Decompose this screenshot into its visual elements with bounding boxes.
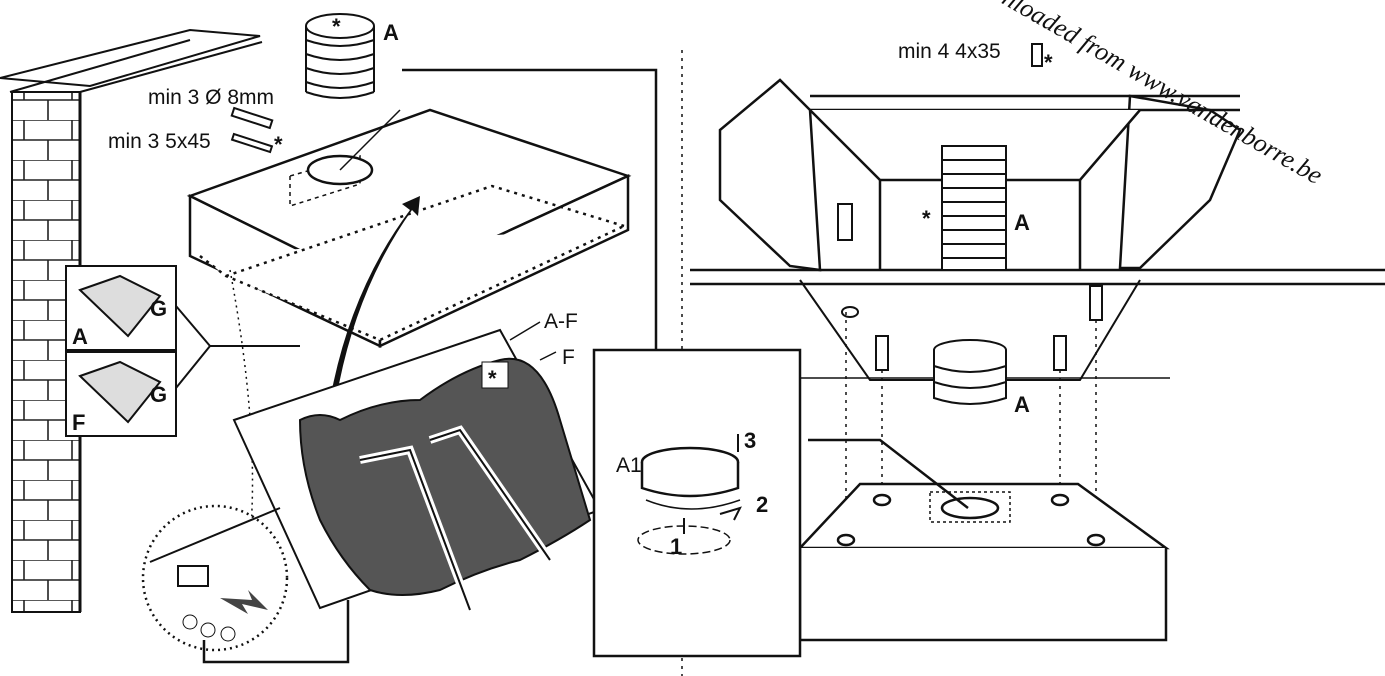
inset-a-g: G (150, 296, 167, 321)
inset-f-letter: F (72, 410, 85, 435)
duct-right-upper-icon (941, 145, 1007, 271)
flange-a1-label: A1 (616, 454, 642, 477)
star-screws-right: * (1044, 50, 1053, 75)
inset-f-g: G (150, 382, 167, 407)
hood-leader (808, 438, 969, 509)
star-filter: * (488, 366, 497, 391)
duct-right-upper-label: A (1014, 210, 1030, 235)
drop-lines (845, 312, 1097, 540)
star-duct-left: * (332, 14, 341, 39)
filter-f-label: F (562, 346, 575, 369)
step-1-label: 1 (670, 534, 682, 559)
inset-connector (175, 305, 300, 389)
duct-top-label: A (383, 20, 399, 45)
step-2-label: 2 (756, 492, 768, 517)
arrow-up-icon (330, 196, 420, 400)
bracket-line (202, 600, 350, 664)
duct-right-lower-icon (933, 339, 1007, 405)
wall-cabinet (690, 78, 1385, 286)
screws-left-label: min 3 5x45 (108, 130, 211, 153)
cooker-hood-left (186, 108, 632, 348)
flange-inset (592, 348, 802, 658)
inset-f (65, 351, 177, 437)
plugs-label: min 3 Ø 8mm (148, 86, 274, 109)
filter-clip-detail (141, 504, 289, 652)
filter-leader (509, 321, 557, 361)
filter-panel (232, 328, 602, 612)
duct-right-lower-label: A (1014, 392, 1030, 417)
frame-line (402, 68, 658, 420)
screw-right-icon (1031, 43, 1043, 67)
star-screws-left: * (274, 132, 283, 157)
inset-a-letter: A (72, 324, 88, 349)
inset-a (65, 265, 177, 351)
filter-af-label: A-F (544, 310, 578, 333)
step-3-label: 3 (744, 428, 756, 453)
cooker-hood-right (797, 482, 1170, 642)
screws-right-label: min 4 4x35 (898, 40, 1001, 63)
screw-left-icon (230, 106, 274, 154)
duct-top-icon (305, 13, 375, 99)
dotted-arc (229, 269, 254, 541)
star-duct-right: * (922, 206, 931, 231)
